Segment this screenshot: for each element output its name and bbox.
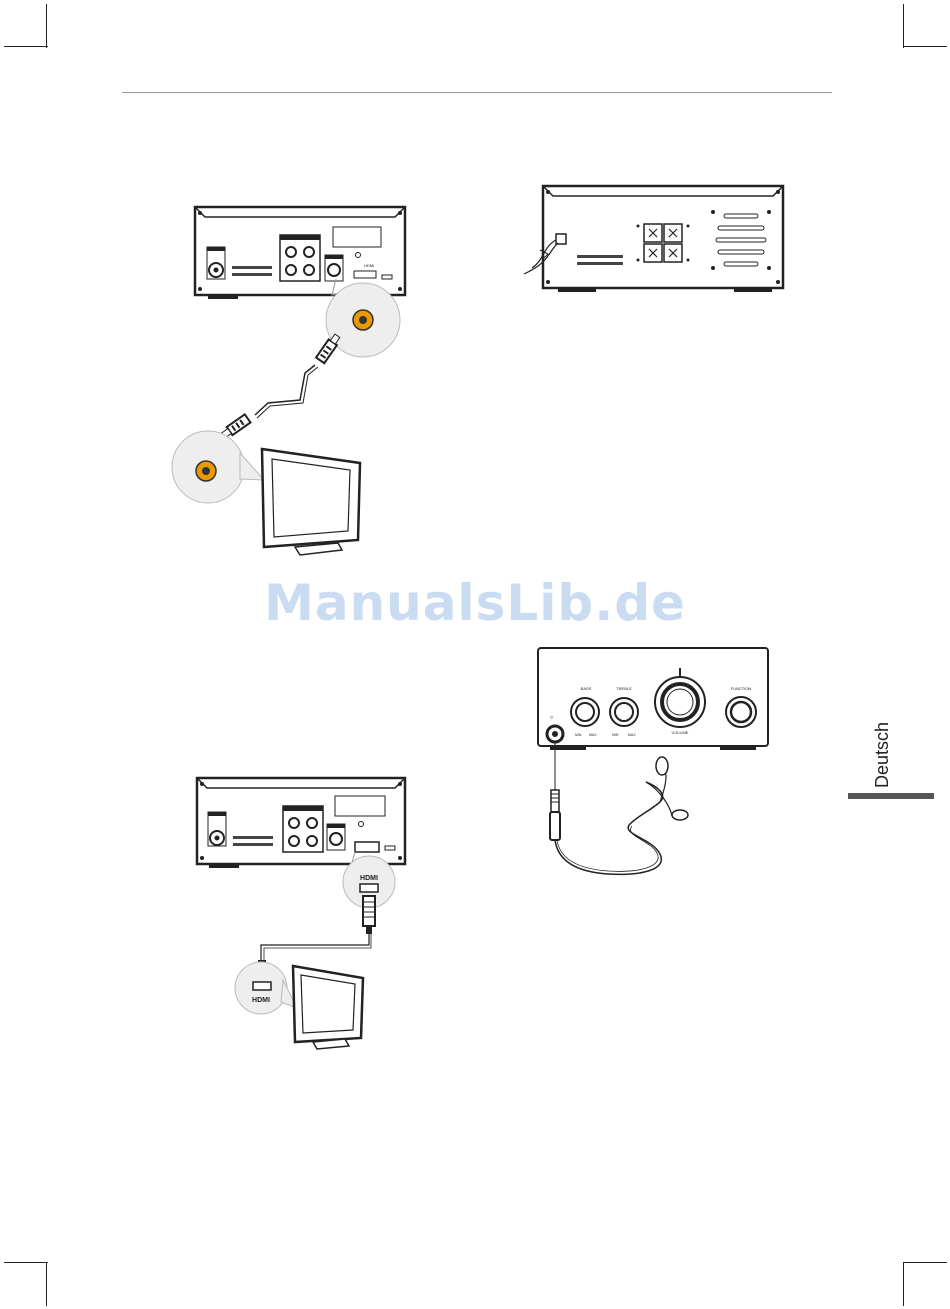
crop-mark [4, 46, 48, 47]
treble-max-label: MAX [628, 733, 636, 737]
volume-label: VOLUME [672, 730, 689, 735]
watermark: ManualsLib.de [0, 574, 950, 632]
header-rule [122, 92, 832, 93]
crop-mark [4, 1262, 48, 1263]
crop-mark [46, 4, 47, 48]
crop-mark [903, 1262, 904, 1306]
treble-min-label: MIN [612, 733, 619, 737]
crop-mark [903, 4, 904, 48]
crop-mark [46, 1262, 47, 1306]
speaker-connection-illustration [510, 180, 800, 300]
hdmi-plug-label-tv: HDMI [252, 997, 270, 1004]
bass-max-label: MAX [589, 733, 597, 737]
bass-min-label: MIN [575, 733, 582, 737]
language-tab-label: Deutsch [872, 722, 893, 788]
hdmi-plug-label-unit: HDMI [360, 875, 378, 882]
bass-label: BASS [581, 686, 592, 691]
svg-text:◦: ◦ [550, 712, 553, 722]
function-label: FUNCTION [731, 686, 752, 691]
hdmi-port-label: HDMI [364, 263, 374, 268]
language-tab-bar [848, 793, 934, 799]
headphone-connection-illustration: ◦ BASS MIN MAX TREBLE MIN MAX VOLUME FUN… [520, 640, 780, 885]
crop-mark [903, 1262, 947, 1263]
crop-mark [903, 46, 947, 47]
composite-video-illustration: HDMI [160, 195, 420, 560]
hdmi-connection-illustration: HDMI HDMI [185, 770, 415, 1050]
treble-label: TREBLE [616, 686, 632, 691]
